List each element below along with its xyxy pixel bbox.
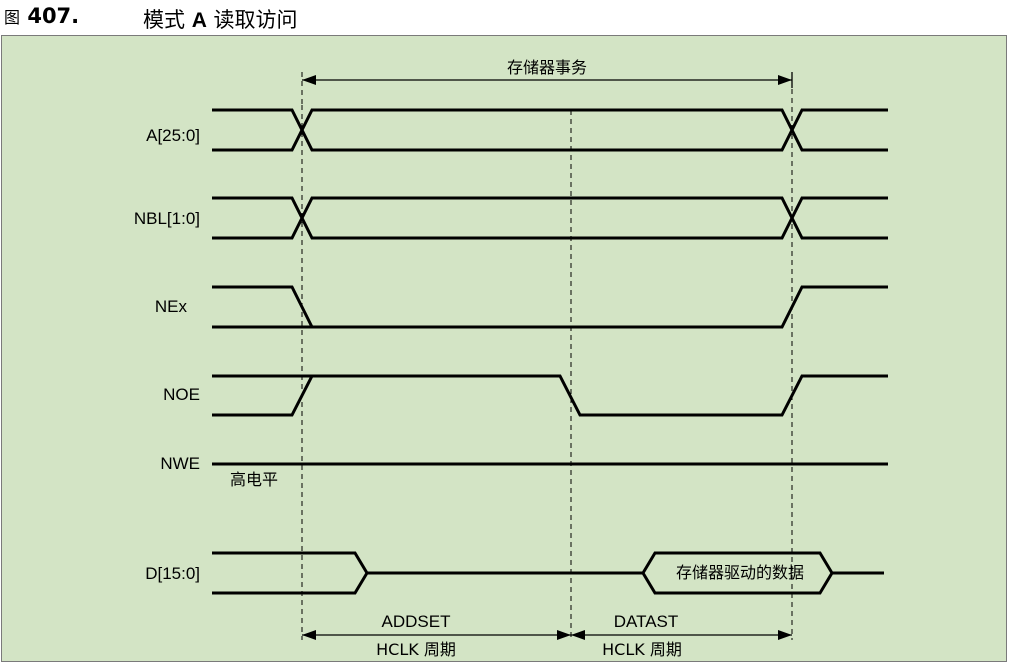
- write-enable-note: 高电平: [230, 470, 278, 489]
- timing-diagram-panel: [1, 35, 1007, 662]
- datast-unit-label: HCLK 周期: [602, 640, 682, 659]
- transaction-label: 存储器事务: [507, 58, 587, 77]
- figure-title-mode: A: [191, 9, 207, 32]
- signal-label-address: A[25:0]: [146, 126, 200, 145]
- addset-arrow-left: [302, 630, 316, 640]
- addset-unit-label: HCLK 周期: [376, 640, 456, 659]
- figure-number: 图 407.: [4, 4, 79, 28]
- data-bus-initial-upper: [212, 551, 369, 574]
- figure-title-part2: 读取访问: [213, 8, 298, 32]
- figure-caption-bar: 图 407. 模式 A 读取访问: [0, 0, 1009, 33]
- figure-number-value: 407.: [27, 4, 80, 28]
- datast-label: DATAST: [614, 612, 679, 631]
- data-driven-label: 存储器驱动的数据: [676, 563, 804, 582]
- byte-lane-bus-upper: [212, 196, 888, 240]
- address-bus-lower: [212, 108, 888, 152]
- data-bus-initial-lower: [212, 572, 369, 595]
- figure-title-part1: 模式: [143, 8, 185, 32]
- output-enable-waveform-high: [212, 374, 888, 417]
- signal-label-chip-enable: NEx: [155, 297, 188, 316]
- datast-arrow-left: [571, 630, 585, 640]
- chip-enable-waveform-low: [212, 285, 888, 329]
- chip-enable-waveform-high: [212, 285, 314, 328]
- datast-arrow-right: [778, 630, 792, 640]
- signal-label-data-bus: D[15:0]: [145, 564, 200, 583]
- signal-label-byte-lane: NBL[1:0]: [134, 209, 200, 228]
- figure-title: 模式 A 读取访问: [143, 4, 298, 34]
- transaction-arrow-right: [778, 75, 792, 85]
- signal-label-write-enable: NWE: [160, 454, 200, 473]
- figure-label-prefix: 图: [4, 8, 21, 27]
- addset-arrow-right: [557, 630, 571, 640]
- output-enable-waveform-low: [212, 375, 314, 417]
- byte-lane-bus-lower: [212, 196, 888, 240]
- signal-label-output-enable: NOE: [163, 385, 200, 404]
- transaction-arrow-left: [302, 75, 316, 85]
- addset-label: ADDSET: [382, 612, 451, 631]
- address-bus-upper: [212, 108, 888, 152]
